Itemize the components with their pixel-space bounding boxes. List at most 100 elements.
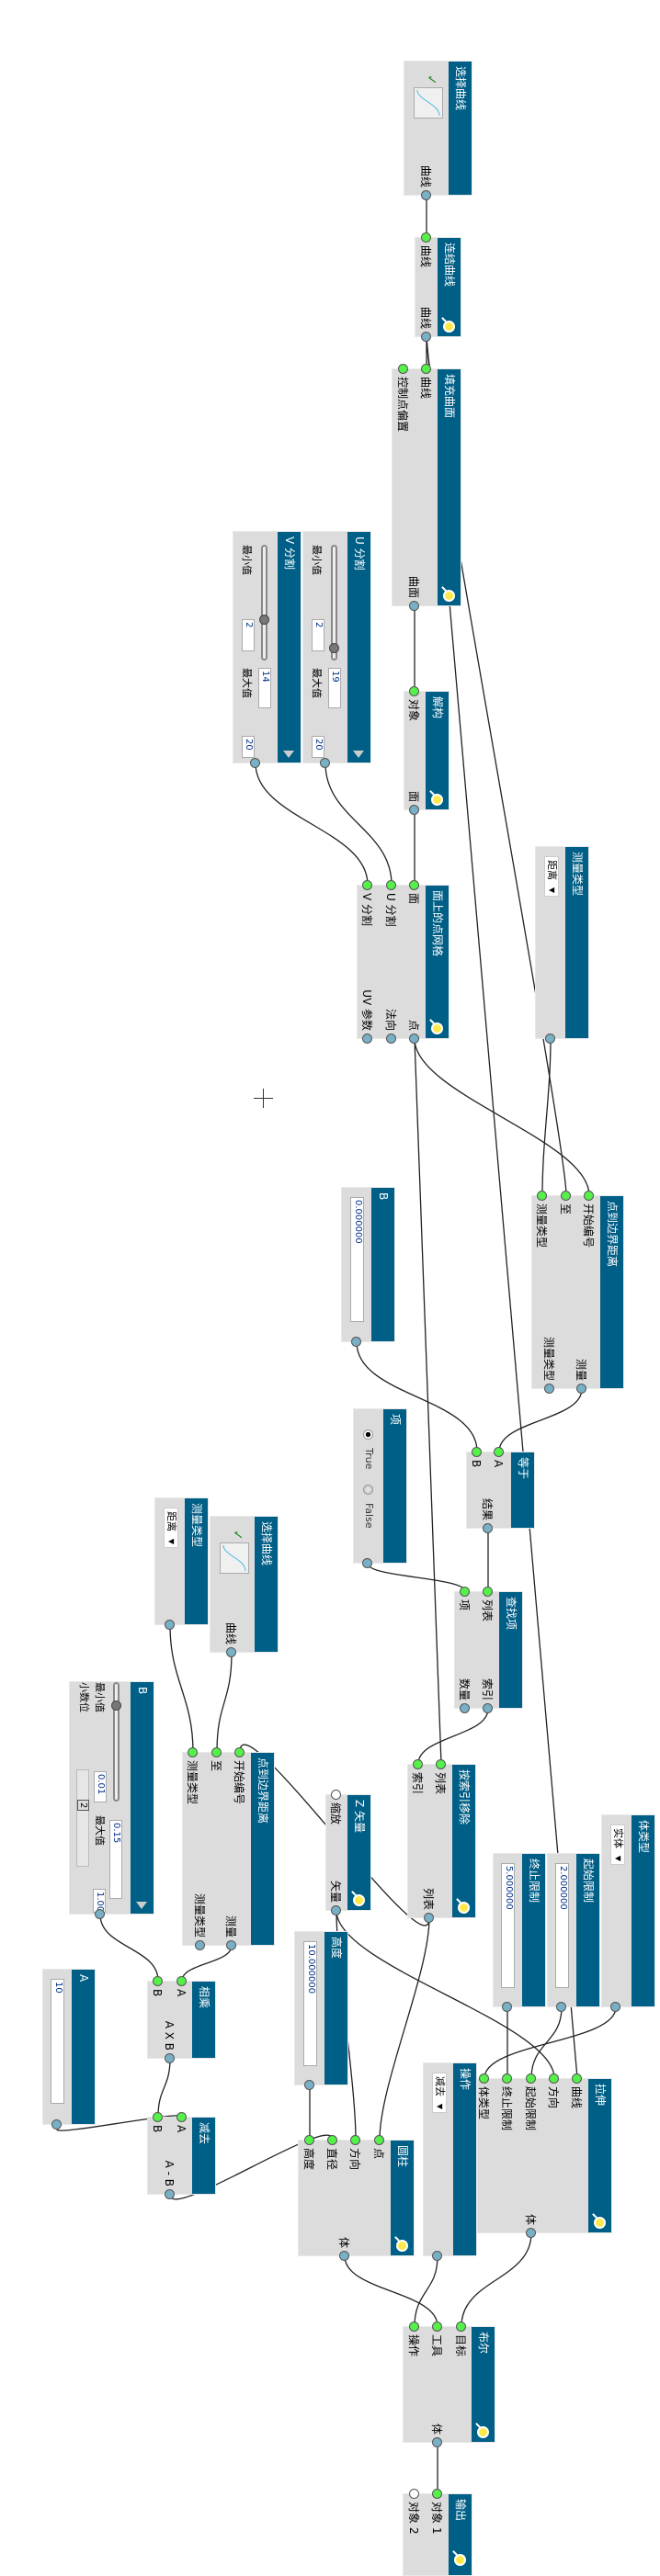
node-cylinder[interactable]: 圆柱 点 方向 直径 高度 体 <box>298 2135 415 2261</box>
slider-track[interactable] <box>261 545 267 661</box>
measure-type-dropdown[interactable]: 距离▼ <box>164 1508 178 1548</box>
output-port-normals[interactable] <box>386 1034 396 1044</box>
node-patch-surface[interactable]: 填充曲面 曲线 控制点偏置 曲面 <box>392 364 461 611</box>
input-port-curve[interactable] <box>421 364 431 374</box>
node-title[interactable]: 点到边界距离 <box>251 1753 274 1945</box>
node-item-boolean[interactable]: 项 True False <box>353 1408 407 1568</box>
node-title[interactable]: 高度 <box>324 1932 347 2085</box>
magnifier-icon[interactable] <box>396 2240 408 2252</box>
input-port-b[interactable] <box>472 1447 482 1457</box>
output-port-vector[interactable] <box>331 1905 341 1915</box>
output-port-measure[interactable] <box>226 1940 236 1950</box>
output-port-list[interactable] <box>424 1913 434 1923</box>
node-title[interactable]: 拉伸 <box>588 2079 611 2232</box>
input-port-tool[interactable] <box>432 2322 442 2332</box>
node-v-division-slider[interactable]: V 分割 最小值 2 14 最大值 20 <box>233 531 302 768</box>
input-port-curve[interactable] <box>572 2073 582 2084</box>
input-port-start-limit[interactable] <box>526 2073 536 2084</box>
output-port[interactable] <box>502 2002 512 2012</box>
radio-true[interactable] <box>363 1429 373 1440</box>
output-port[interactable] <box>51 2119 62 2130</box>
node-title[interactable]: 体类型 <box>632 1815 654 2006</box>
node-height[interactable]: 高度 10.000000 <box>294 1931 348 2090</box>
node-title[interactable]: 测量类型 <box>185 1498 208 1624</box>
input-port-a[interactable] <box>176 2112 187 2122</box>
node-point-grid-on-face[interactable]: 面上的点网格 面 U 分割 V 分割 点 法向 UV 参数 <box>357 880 449 1044</box>
input-port-list[interactable] <box>436 1759 446 1769</box>
output-port[interactable] <box>304 2080 314 2090</box>
input-port-direction[interactable] <box>350 2135 360 2145</box>
magnifier-icon[interactable] <box>353 1894 365 1906</box>
node-title[interactable]: 终止限制 <box>522 1854 545 2006</box>
output-port-value[interactable] <box>250 758 260 768</box>
max-field[interactable]: 19 <box>328 668 341 708</box>
value-field[interactable]: 20 <box>242 736 255 758</box>
input-port-to[interactable] <box>211 1747 222 1757</box>
max-field[interactable]: 14 <box>258 668 271 708</box>
node-title[interactable]: 选择曲线 <box>449 62 472 195</box>
output-port-uv-params[interactable] <box>362 1034 372 1044</box>
number-field[interactable]: 5.000000 <box>501 1863 515 1988</box>
output-port-measure[interactable] <box>576 1384 586 1394</box>
input-port-object-2[interactable] <box>409 2489 419 2499</box>
output-port[interactable] <box>351 1337 361 1347</box>
input-port-start-index[interactable] <box>234 1747 245 1757</box>
body-type-dropdown[interactable]: 实体▼ <box>610 1825 625 1865</box>
node-title[interactable]: 选择曲线 <box>255 1517 278 1652</box>
input-port-a[interactable] <box>176 1976 187 1986</box>
input-port-end-limit[interactable] <box>502 2073 512 2084</box>
node-a-number[interactable]: A 10 <box>42 1969 96 2130</box>
node-multiply[interactable]: 相乘 A B A X B <box>147 1976 216 2063</box>
radio-false[interactable] <box>363 1485 373 1495</box>
input-port-list[interactable] <box>483 1587 493 1597</box>
slider-thumb[interactable] <box>111 1700 121 1711</box>
node-title[interactable]: 按索引移除 <box>452 1765 475 1917</box>
node-title[interactable]: 点到边界距离 <box>600 1196 623 1388</box>
node-body-type[interactable]: 体类型 实体▼ <box>601 1814 655 2012</box>
node-title[interactable]: 圆柱 <box>391 2141 414 2255</box>
operation-dropdown[interactable]: 减去▼ <box>432 2073 447 2113</box>
curve-thumbnail-icon[interactable] <box>220 1542 249 1574</box>
node-title[interactable]: A <box>72 1970 95 2124</box>
input-port-direction[interactable] <box>549 2073 559 2084</box>
min-field[interactable]: 2 <box>312 619 324 651</box>
node-point-boundary-distance-1[interactable]: 点到边界距离 开始编号 至 测量类型 测量 测量类型 <box>531 1191 624 1394</box>
output-port-body[interactable] <box>339 2251 349 2261</box>
input-port-measure-type[interactable] <box>537 1191 547 1201</box>
magnifier-icon[interactable] <box>454 2554 466 2566</box>
min-field[interactable]: 2 <box>242 619 255 651</box>
node-title[interactable]: 减去 <box>192 2118 215 2194</box>
expand-triangle-icon[interactable] <box>136 1902 147 1909</box>
magnifier-icon[interactable] <box>443 590 455 602</box>
node-b-slider[interactable]: B 最小值 小数位 0.01 0.15 最大值 2 1.00 <box>69 1681 154 1919</box>
node-extrude[interactable]: 拉伸 曲线 方向 起始限制 终止限制 体类型 体 <box>477 2073 612 2238</box>
output-port-curve[interactable] <box>226 1647 236 1657</box>
node-join-curves[interactable]: 连结曲线 曲线 曲线 <box>415 232 461 342</box>
number-field[interactable]: 0.000000 <box>350 1197 364 1322</box>
input-port-object[interactable] <box>409 686 419 696</box>
node-b-number[interactable]: B 0.000000 <box>341 1187 395 1347</box>
input-port-body-type[interactable] <box>479 2073 489 2084</box>
input-port-item[interactable] <box>460 1587 470 1597</box>
node-end-limit[interactable]: 终止限制 5.000000 <box>493 1853 546 2012</box>
input-port-point[interactable] <box>374 2135 384 2145</box>
input-port-a[interactable] <box>494 1447 504 1457</box>
min-field[interactable]: 0.01 <box>94 1771 107 1802</box>
output-port-count[interactable] <box>460 1703 470 1713</box>
node-measure-type-2[interactable]: 测量类型 距离▼ <box>154 1497 209 1630</box>
magnifier-icon[interactable] <box>477 2426 489 2438</box>
slider-thumb[interactable] <box>329 643 339 653</box>
output-port[interactable] <box>432 2251 442 2261</box>
node-point-boundary-distance-2[interactable]: 点到边界距离 开始编号 至 测量类型 测量 测量类型 <box>182 1747 275 1950</box>
node-remove-by-index[interactable]: 按索引移除 列表 索引 列表 <box>407 1759 476 1923</box>
input-port-diameter[interactable] <box>327 2135 337 2145</box>
input-port-height[interactable] <box>304 2135 314 2145</box>
node-title[interactable]: Z 矢量 <box>347 1795 370 1910</box>
output-port[interactable] <box>165 1620 175 1630</box>
node-find-item[interactable]: 查找项 列表 项 索引 数量 <box>454 1587 523 1713</box>
input-port-object-1[interactable] <box>432 2489 442 2499</box>
input-port-target[interactable] <box>456 2322 466 2332</box>
output-port-product[interactable] <box>165 2053 175 2063</box>
node-title[interactable]: 面上的点网格 <box>426 886 449 1038</box>
